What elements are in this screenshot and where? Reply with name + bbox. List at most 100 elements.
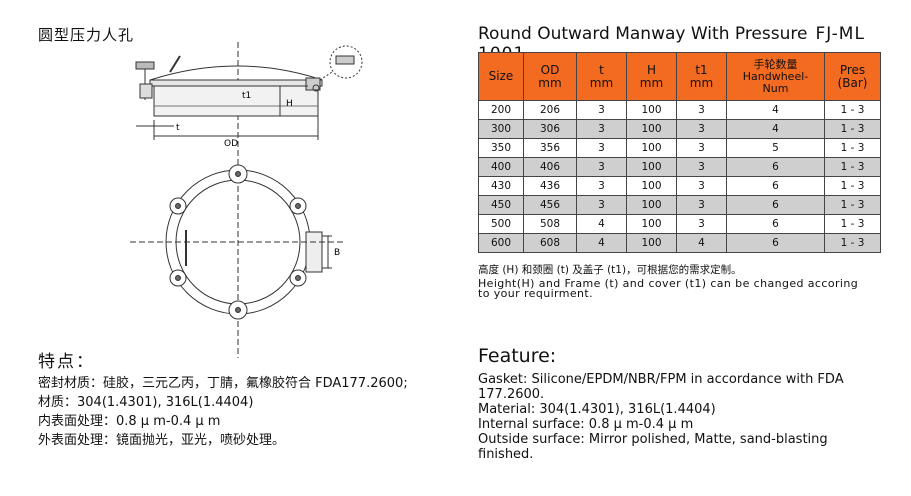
table-cell: 3: [576, 138, 627, 158]
table-cell: 200: [478, 100, 524, 120]
en-title-text: Round Outward Manway With Pressure: [478, 24, 808, 44]
feature-en-line: Internal surface: 0.8 μ m-0.4 μ m: [478, 417, 694, 432]
table-cell: 1 - 3: [824, 138, 881, 158]
table-cell: 456: [523, 195, 577, 215]
table-cell: 3: [676, 214, 727, 234]
label-b: B: [334, 248, 340, 258]
feature-cn-line: 内表面处理：0.8 μ m-0.4 μ m: [38, 414, 221, 429]
table-cell: 306: [523, 119, 577, 139]
features-en-title: Feature:: [478, 345, 557, 367]
table-cell: 1 - 3: [824, 176, 881, 196]
header-line: 手轮数量: [753, 57, 798, 71]
table-cell: 1 - 3: [824, 214, 881, 234]
header-line: mm: [639, 75, 664, 90]
table-cell: 3: [576, 100, 627, 120]
table-cell: 1 - 3: [824, 157, 881, 177]
table-cell: 600: [478, 233, 524, 253]
table-cell: 206: [523, 100, 577, 120]
table-cell: 400: [478, 157, 524, 177]
table-cell: 4: [726, 119, 825, 139]
table-cell: 100: [626, 195, 677, 215]
table-cell: 1 - 3: [824, 195, 881, 215]
header-line: (Bar): [837, 75, 868, 90]
table-cell: 100: [626, 138, 677, 158]
table-cell: 3: [576, 157, 627, 177]
table-cell: 6: [726, 176, 825, 196]
table-cell: 6: [726, 195, 825, 215]
table-cell: 3: [576, 195, 627, 215]
header-line: mm: [689, 75, 714, 90]
header-line: mm: [589, 75, 614, 90]
note-en: Height(H) and Frame (t) and cover (t1) c…: [478, 277, 888, 300]
feature-cn-line: 密封材质：硅胶，三元乙丙，丁腈，氟橡胶符合 FDA177.2600;: [38, 376, 408, 391]
table-cell: 1 - 3: [824, 233, 881, 253]
header-line: H: [646, 62, 657, 77]
table-cell: 100: [626, 233, 677, 253]
label-t: t: [176, 123, 180, 133]
feature-en-line: 177.2600.: [478, 387, 545, 402]
features-cn: 密封材质：硅胶，三元乙丙，丁腈，氟橡胶符合 FDA177.2600; 材质：30…: [38, 374, 408, 450]
label-h: H: [286, 99, 293, 109]
table-cell: 6: [726, 157, 825, 177]
table-cell: 3: [576, 119, 627, 139]
manway-technical-drawing: t1 H t OD B: [130, 42, 363, 358]
table-cell: 3: [676, 138, 727, 158]
table-cell: 5: [726, 138, 825, 158]
table-cell: 1 - 3: [824, 119, 881, 139]
note-en-line: Height(H) and Frame (t) and cover (t1) c…: [478, 277, 859, 290]
feature-cn-line: 材质：304(1.4301), 316L(1.4404): [38, 395, 254, 410]
table-header-cell: Pres(Bar): [824, 52, 881, 101]
table-cell: 450: [478, 195, 524, 215]
cn-title: 圆型压力人孔: [38, 26, 135, 44]
table-cell: 100: [626, 157, 677, 177]
table-cell: 430: [478, 176, 524, 196]
table-cell: 100: [626, 176, 677, 196]
table-cell: 1 - 3: [824, 100, 881, 120]
table-cell: 100: [626, 119, 677, 139]
header-line: t: [599, 62, 604, 77]
feature-en-line: finished.: [478, 447, 534, 462]
table-cell: 4: [726, 100, 825, 120]
table-cell: 508: [523, 214, 577, 234]
table-cell: 300: [478, 119, 524, 139]
header-line: Size: [488, 69, 514, 83]
table-cell: 436: [523, 176, 577, 196]
table-cell: 406: [523, 157, 577, 177]
table-cell: 100: [626, 214, 677, 234]
header-line: Handwheel-: [742, 69, 809, 83]
feature-en-line: Material: 304(1.4301), 316L(1.4404): [478, 402, 716, 417]
table-cell: 3: [576, 176, 627, 196]
table-cell: 4: [576, 233, 627, 253]
header-line: t1: [695, 62, 708, 77]
table-cell: 350: [478, 138, 524, 158]
features-en: Gasket: Silicone/EPDM/NBR/FPM in accorda…: [478, 372, 898, 462]
feature-en-line: Gasket: Silicone/EPDM/NBR/FPM in accorda…: [478, 372, 844, 387]
features-cn-title: 特点：: [38, 352, 95, 372]
feature-en-line: Outside surface: Mirror polished, Matte,…: [478, 432, 828, 447]
label-t1: t1: [242, 91, 251, 101]
header-line: mm: [538, 75, 562, 90]
label-od: OD: [224, 139, 238, 149]
table-cell: 3: [676, 176, 727, 196]
table-cell: 3: [676, 100, 727, 120]
table-cell: 3: [676, 119, 727, 139]
table-cell: 6: [726, 233, 825, 253]
header-line: Num: [762, 81, 789, 95]
table-header-cell: Size: [478, 52, 524, 101]
table-cell: 500: [478, 214, 524, 234]
note-en-line: to your requirment.: [478, 287, 594, 300]
table-cell: 100: [626, 100, 677, 120]
